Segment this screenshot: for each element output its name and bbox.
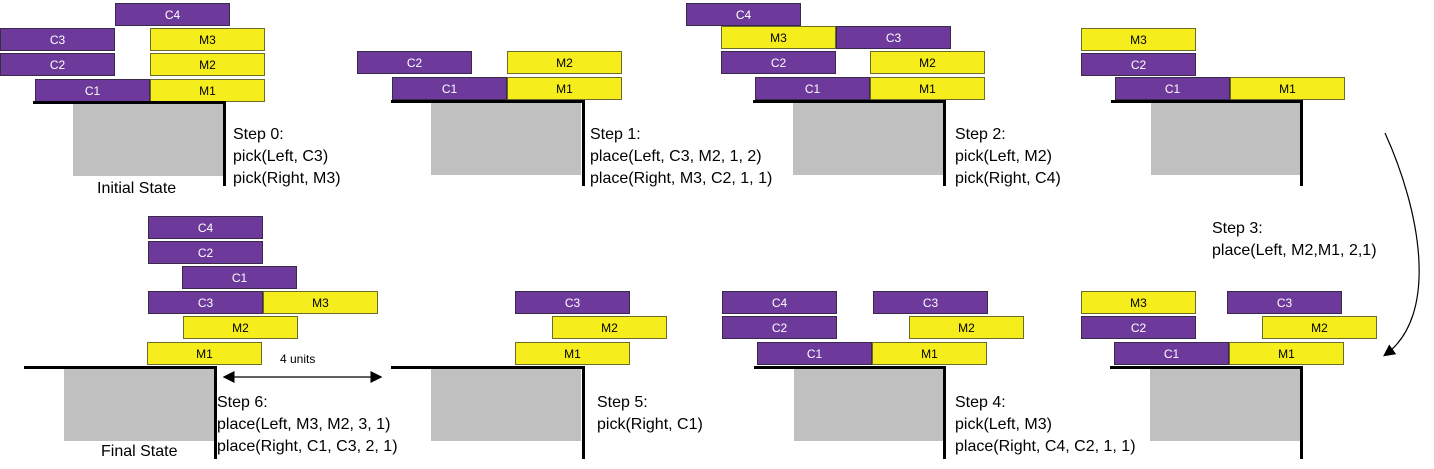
block-c1: C1: [755, 77, 870, 100]
p7-table-top-edge: [24, 366, 217, 369]
block-c1: C1: [757, 342, 872, 365]
state-caption: Initial State: [97, 180, 177, 197]
p1-table-right-edge: [582, 100, 585, 186]
block-c1: C1: [182, 266, 297, 289]
block-m3: M3: [721, 26, 836, 49]
step-action: place(Left, M2,M1, 2,1): [1212, 242, 1377, 259]
step-action: place(Right, C1, C3, 2, 1): [217, 438, 398, 455]
p7-table-right-edge: [214, 366, 217, 459]
p6-table-top-edge: [391, 366, 585, 369]
block-c2: C2: [357, 51, 472, 74]
block-c3: C3: [0, 28, 115, 51]
block-c4: C4: [115, 3, 230, 26]
block-m2: M2: [870, 51, 985, 74]
block-m2: M2: [552, 316, 667, 339]
p3-table-top-edge: [1111, 100, 1303, 103]
p6-table-right-edge: [582, 366, 585, 459]
block-c2: C2: [148, 241, 263, 264]
p0-table-top-edge: [33, 101, 226, 104]
step-action: place(Right, C4, C2, 1, 1): [955, 438, 1136, 455]
block-c4: C4: [686, 3, 801, 26]
step-annotation: Step 3: place(Left, M2,M1, 2,1): [1212, 218, 1377, 262]
block-m3: M3: [263, 291, 378, 314]
step-title: Step 1:: [590, 126, 641, 143]
block-c4: C4: [722, 291, 837, 314]
block-m3: M3: [150, 28, 265, 51]
p5-table-right-edge: [943, 366, 946, 459]
p4-table-right-edge: [1300, 366, 1303, 459]
p1-table-top-edge: [391, 100, 585, 103]
block-m2: M2: [150, 53, 265, 76]
step-action: pick(Left, M3): [955, 416, 1052, 433]
block-m1: M1: [872, 342, 987, 365]
block-m1: M1: [1230, 77, 1345, 100]
step-action: pick(Left, C3): [233, 148, 329, 165]
block-c1: C1: [1114, 342, 1229, 365]
step-action: place(Right, M3, C2, 1, 1): [590, 170, 773, 187]
p0-table-right-edge: [223, 101, 226, 186]
block-c2: C2: [0, 53, 115, 76]
block-c2: C2: [721, 51, 836, 74]
p2-table: [793, 103, 943, 175]
step-action: pick(Right, C1): [597, 416, 703, 433]
step-annotation: Step 0: pick(Left, C3) pick(Right, M3): [233, 124, 341, 190]
block-c3: C3: [515, 291, 630, 314]
state-caption: Final State: [101, 443, 178, 460]
step-annotation: Step 2: pick(Left, M2) pick(Right, C4): [955, 124, 1061, 190]
step-annotation: Step 6: place(Left, M3, M2, 3, 1) place(Ri…: [217, 392, 398, 458]
p1-table: [431, 103, 581, 175]
block-m2: M2: [507, 51, 622, 74]
p0-table: [73, 104, 223, 176]
step-action: pick(Left, M2): [955, 148, 1052, 165]
block-m3: M3: [1081, 28, 1196, 51]
p6-table: [431, 369, 581, 441]
step-annotation: Step 5: pick(Right, C1): [597, 392, 703, 436]
block-c1: C1: [35, 79, 150, 102]
step-annotation: Step 1: place(Left, C3, M2, 1, 2) place(Ri…: [590, 124, 772, 190]
p3-table-right-edge: [1300, 100, 1303, 186]
p2-table-top-edge: [753, 100, 946, 103]
p2-table-right-edge: [943, 100, 946, 186]
step-annotation: Step 4: pick(Left, M3) place(Right, C4, C2…: [955, 392, 1136, 458]
p7-table: [64, 369, 214, 441]
step-title: Step 5:: [597, 394, 648, 411]
block-m1: M1: [507, 77, 622, 100]
step-action: place(Left, M3, M2, 3, 1): [217, 416, 391, 433]
block-m1: M1: [870, 77, 985, 100]
block-m1: M1: [147, 342, 262, 365]
step-action: place(Left, C3, M2, 1, 2): [590, 148, 762, 165]
step-title: Step 6:: [217, 394, 268, 411]
p4-table: [1150, 369, 1300, 441]
p5-table-top-edge: [754, 366, 946, 369]
block-m2: M2: [1262, 316, 1377, 339]
block-m2: M2: [183, 316, 298, 339]
step-action: pick(Right, C4): [955, 170, 1061, 187]
dimension-label: 4 units: [280, 352, 316, 366]
p4-table-top-edge: [1110, 366, 1303, 369]
block-c3: C3: [1227, 291, 1342, 314]
block-c3: C3: [873, 291, 988, 314]
block-c2: C2: [722, 316, 837, 339]
block-m2: M2: [909, 316, 1024, 339]
block-m1: M1: [515, 342, 630, 365]
block-c1: C1: [1115, 77, 1230, 100]
step-title: Step 0:: [233, 126, 284, 143]
step-title: Step 4:: [955, 394, 1006, 411]
block-c2: C2: [1081, 53, 1196, 76]
step-title: Step 2:: [955, 126, 1006, 143]
curved-transition-arrow: [1383, 132, 1420, 357]
block-c3: C3: [148, 291, 263, 314]
block-m3: M3: [1081, 291, 1196, 314]
step-action: pick(Right, M3): [233, 170, 341, 187]
block-m1: M1: [1229, 342, 1344, 365]
block-c1: C1: [392, 77, 507, 100]
block-c3: C3: [836, 26, 951, 49]
block-c4: C4: [148, 216, 263, 239]
block-c2: C2: [1081, 316, 1196, 339]
step-title: Step 3:: [1212, 220, 1263, 237]
p5-table: [794, 369, 944, 441]
p3-table: [1151, 103, 1301, 175]
